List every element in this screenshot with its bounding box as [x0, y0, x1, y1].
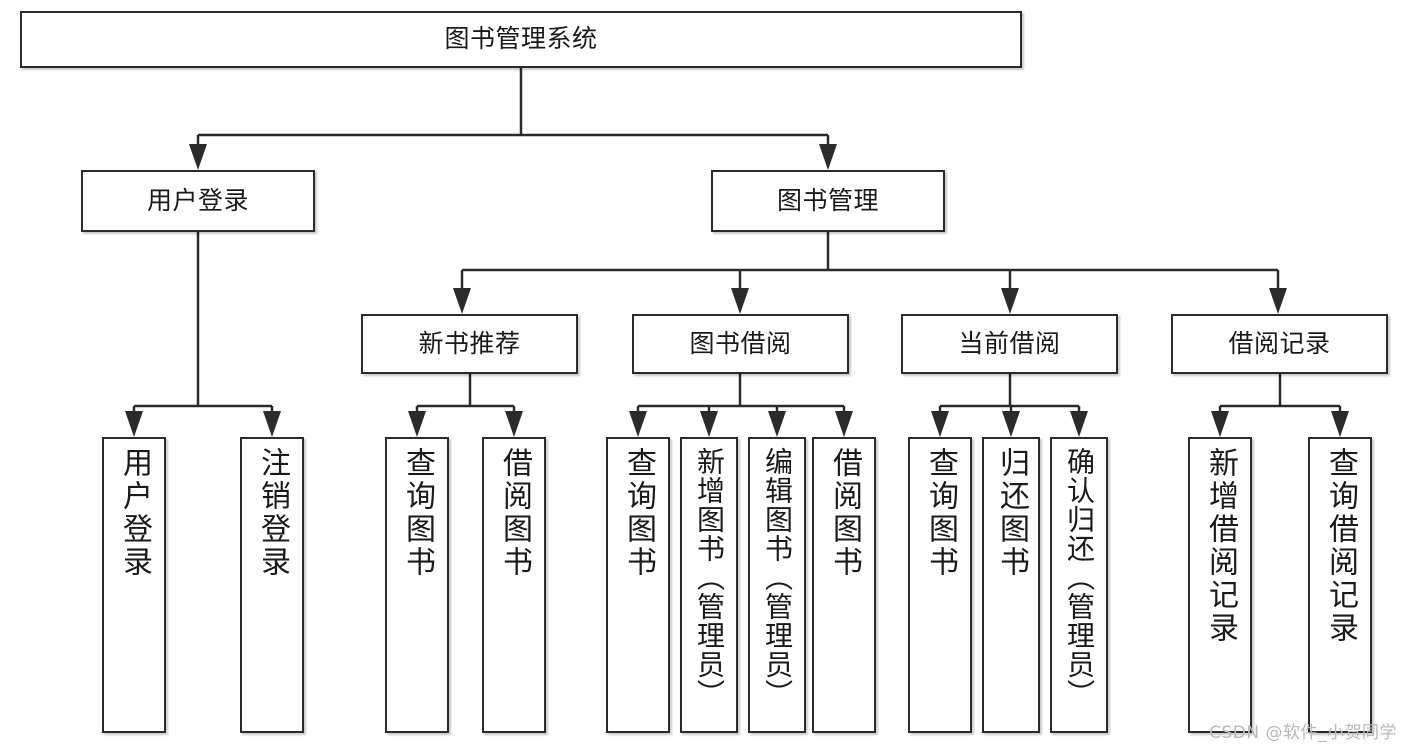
node-leaf-query-book-cur[interactable]: 查询图书: [908, 437, 972, 733]
node-label: 当前借阅: [958, 328, 1061, 358]
node-label: 图书管理: [776, 185, 879, 215]
node-leaf-add-book[interactable]: 新增图书（管理员）: [680, 437, 738, 733]
node-label: 新增图书（管理员）: [693, 447, 726, 708]
node-label: 用户登录: [117, 447, 152, 579]
node-leaf-query-record[interactable]: 查询借阅记录: [1308, 437, 1372, 733]
node-label: 查询图书: [621, 447, 656, 579]
arrow-head-lvl3-0: [453, 288, 471, 314]
node-book-manage[interactable]: 图书管理: [711, 170, 945, 232]
node-label: 归还图书: [994, 447, 1029, 579]
node-root[interactable]: 图书管理系统: [20, 11, 1022, 68]
node-leaf-return-book[interactable]: 归还图书: [982, 437, 1040, 733]
node-leaf-query-book-borrow[interactable]: 查询图书: [606, 437, 670, 733]
node-book-borrow[interactable]: 图书借阅: [632, 314, 849, 374]
arrow-head-leaf-4-1: [1331, 411, 1349, 437]
node-label: 注销登录: [255, 447, 290, 579]
arrow-head-leaf-3-1: [1002, 411, 1020, 437]
node-new-book-rec[interactable]: 新书推荐: [361, 314, 578, 374]
arrow-head-root-1: [819, 144, 837, 170]
arrow-head-leaf-3-2: [1070, 411, 1088, 437]
arrow-head-leaf-2-3: [835, 411, 853, 437]
node-leaf-logout[interactable]: 注销登录: [240, 437, 304, 733]
node-leaf-query-book-rec[interactable]: 查询图书: [385, 437, 449, 733]
node-leaf-confirm-return[interactable]: 确认归还（管理员）: [1050, 437, 1108, 733]
node-borrow-record[interactable]: 借阅记录: [1171, 314, 1388, 374]
node-label: 查询借阅记录: [1323, 447, 1358, 645]
node-label: 新书推荐: [418, 328, 521, 358]
node-label: 借阅图书: [827, 447, 862, 579]
arrow-head-leaf-3-0: [931, 411, 949, 437]
arrow-head-leaf-2-1: [700, 411, 718, 437]
node-leaf-borrow-book[interactable]: 借阅图书: [812, 437, 876, 733]
node-current-borrow[interactable]: 当前借阅: [901, 314, 1118, 374]
node-label: 图书借阅: [689, 328, 792, 358]
node-leaf-borrow-book-rec[interactable]: 借阅图书: [482, 437, 546, 733]
node-label: 借阅记录: [1228, 328, 1331, 358]
node-label: 用户登录: [146, 185, 249, 215]
node-label: 查询图书: [923, 447, 958, 579]
arrow-head-leaf-1-0: [408, 411, 426, 437]
arrow-head-leaf-1-1: [505, 411, 523, 437]
csdn-watermark: CSDN @软件_小贺同学: [1209, 723, 1397, 743]
arrow-head-leaf-2-0: [629, 411, 647, 437]
node-label: 图书管理系统: [444, 24, 598, 54]
node-user-login[interactable]: 用户登录: [81, 170, 315, 232]
node-label: 编辑图书（管理员）: [761, 447, 794, 708]
arrow-head-lvl3-2: [1001, 288, 1019, 314]
arrow-head-leaf-2-2: [768, 411, 786, 437]
arrow-head-lvl3-1: [731, 288, 749, 314]
node-label: 新增借阅记录: [1203, 447, 1238, 645]
node-leaf-add-record[interactable]: 新增借阅记录: [1188, 437, 1252, 733]
node-leaf-edit-book[interactable]: 编辑图书（管理员）: [748, 437, 806, 733]
arrow-head-lvl3-3: [1269, 288, 1287, 314]
node-leaf-user-login[interactable]: 用户登录: [102, 437, 166, 733]
arrow-head-root-0: [189, 144, 207, 170]
node-label: 查询图书: [400, 447, 435, 579]
arrow-head-leaf-4-0: [1211, 411, 1229, 437]
node-label: 借阅图书: [497, 447, 532, 579]
node-label: 确认归还（管理员）: [1063, 447, 1096, 708]
arrow-head-leaf-0-1: [263, 411, 281, 437]
arrow-head-leaf-0-0: [125, 411, 143, 437]
